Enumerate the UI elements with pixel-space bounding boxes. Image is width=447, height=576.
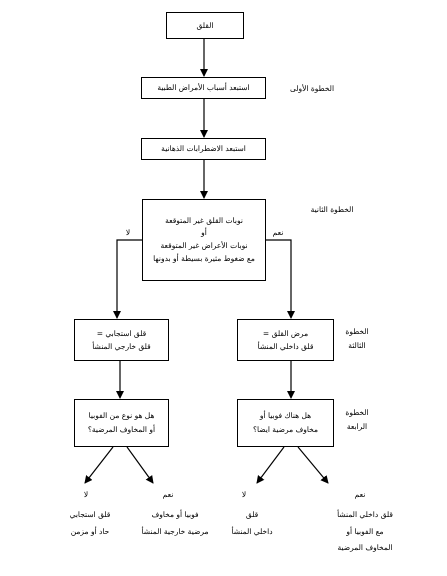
outcome-endogenous-anxiety: قلق داخلي المنشأ bbox=[222, 507, 282, 540]
step-3-line-1: الخطوة bbox=[345, 327, 369, 336]
phobia-left-line-1: هل هو نوع من الفوبيا bbox=[88, 410, 155, 420]
box-exclude-medical: استبعد أسباب الأمراض الطبية bbox=[141, 77, 266, 99]
outcome-endogenous-phobia: قلق داخلي المنشأ مع الفوبيا أو المخاوف ا… bbox=[325, 507, 405, 557]
box-exclude-mental: استبعد الاضطرابات الذهانية bbox=[141, 138, 266, 160]
outcome-left-yes-line-2: مرضية خارجية المنشأ bbox=[141, 526, 209, 536]
outcome-right-yes-line-3: المخاوف المرضية bbox=[337, 543, 393, 552]
box-phobia-question-right: هل هناك فوبيا أو مخاوف مرضية ايضا؟ bbox=[237, 399, 334, 447]
panic-line-1: نوبات القلق غير المتوقعة bbox=[165, 215, 243, 225]
arrow-panic-yes-branch bbox=[266, 239, 295, 319]
branch-no-left: لا bbox=[83, 490, 89, 499]
box-panic-attacks: نوبات القلق غير المتوقعة أو نوبات الأعرا… bbox=[142, 199, 266, 281]
step-4-line-1: الخطوة bbox=[345, 408, 369, 417]
outcome-exogenous-phobia: فوبيا أو مخاوف مرضية خارجية المنشأ bbox=[130, 507, 220, 540]
outcome-right-yes-line-1: قلق داخلي المنشأ bbox=[337, 510, 393, 519]
arrow-right-question-no bbox=[256, 446, 285, 484]
endogenous-line-1: مرض القلق = bbox=[262, 328, 309, 338]
outcome-left-no-line-1: قلق استجابي bbox=[69, 510, 111, 519]
outcome-right-yes-line-2: مع الفوبيا أو bbox=[346, 526, 384, 536]
box-phobia-question-left: هل هو نوع من الفوبيا أو المخاوف المرضية؟ bbox=[74, 399, 169, 447]
arrow-left-question-no bbox=[84, 446, 114, 484]
exogenous-line-1: قلق استجابي = bbox=[96, 328, 147, 338]
arrow-panic-no-branch bbox=[113, 239, 142, 319]
arrow-right-question-yes bbox=[297, 446, 329, 484]
branch-yes-main: نعم bbox=[272, 228, 284, 237]
branch-yes-left: نعم bbox=[162, 490, 174, 499]
exogenous-line-2: قلق خارجي المنشأ bbox=[92, 342, 151, 351]
branch-no-right: لا bbox=[241, 490, 247, 499]
outcome-left-yes-line-1: فوبيا أو مخاوف bbox=[151, 510, 199, 519]
outcome-exogenous-reactive: قلق استجابي حاد أو مزمن bbox=[55, 507, 125, 540]
branch-no-main: لا bbox=[125, 228, 131, 237]
step-3-label: الخطوة الثالثة bbox=[342, 325, 372, 354]
phobia-right-line-2: مخاوف مرضية ايضا؟ bbox=[252, 425, 319, 434]
panic-line-3: نوبات الأعراض غير المتوقعة bbox=[160, 241, 248, 250]
panic-line-2: أو bbox=[201, 228, 207, 238]
step-2-label: الخطوة الثانية bbox=[310, 205, 354, 214]
outcome-right-no-line-1: قلق bbox=[245, 510, 259, 519]
branch-yes-right: نعم bbox=[354, 490, 366, 499]
endogenous-line-2: قلق داخلي المنشأ bbox=[257, 342, 314, 351]
step-3-line-2: الثالثة bbox=[348, 341, 366, 351]
box-exclude-mental-text: استبعد الاضطرابات الذهانية bbox=[161, 144, 246, 154]
box-anxiety: القلق bbox=[166, 12, 244, 39]
step-4-label: الخطوة الرابعة bbox=[342, 406, 372, 435]
step-1-label: الخطوة الأولى bbox=[289, 84, 335, 93]
arrow-left-question-yes bbox=[126, 446, 154, 484]
box-anxiety-text: القلق bbox=[196, 20, 214, 30]
outcome-right-no-line-2: داخلي المنشأ bbox=[231, 526, 273, 536]
box-endogenous-anxiety: مرض القلق = قلق داخلي المنشأ bbox=[237, 319, 334, 361]
phobia-right-line-1: هل هناك فوبيا أو bbox=[259, 410, 312, 420]
phobia-left-line-2: أو المخاوف المرضية؟ bbox=[87, 425, 156, 434]
box-exclude-medical-text: استبعد أسباب الأمراض الطبية bbox=[157, 83, 250, 93]
step-4-line-2: الرابعة bbox=[346, 422, 368, 432]
box-exogenous-anxiety: قلق استجابي = قلق خارجي المنشأ bbox=[74, 319, 169, 361]
panic-line-4: مع ضغوط مثيرة بسيطة أو بدونها bbox=[153, 253, 255, 263]
outcome-left-no-line-2: حاد أو مزمن bbox=[70, 526, 110, 536]
